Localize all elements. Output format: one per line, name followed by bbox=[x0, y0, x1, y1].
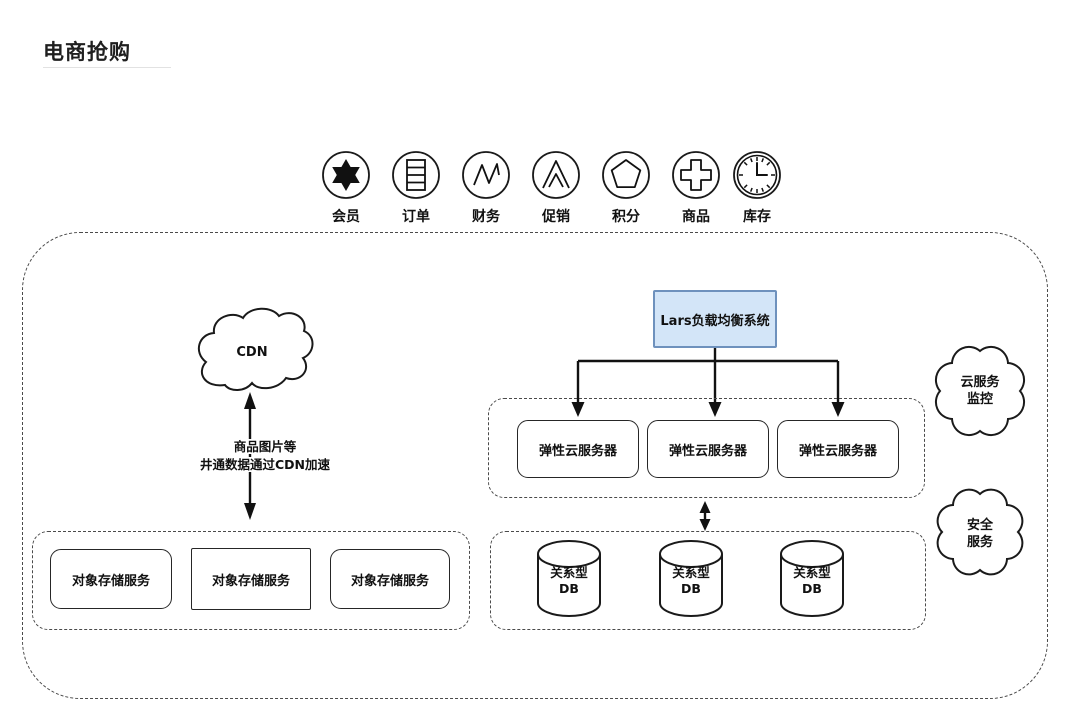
member-star-icon bbox=[322, 151, 370, 199]
legend-label: 库存 bbox=[743, 209, 771, 225]
load-balancer-node[interactable]: Lars负载均衡系统 bbox=[653, 290, 777, 348]
object-storage-label: 对象存储服务 bbox=[71, 573, 150, 589]
elastic-server-node[interactable]: 弹性云服务器 bbox=[517, 420, 639, 478]
elastic-server-node[interactable]: 弹性云服务器 bbox=[647, 420, 769, 478]
cdn-cloud[interactable] bbox=[197, 307, 314, 391]
order-list-icon bbox=[392, 151, 440, 199]
elastic-server-label: 弹性云服务器 bbox=[668, 443, 747, 459]
load-balancer-label: Lars负载均衡系统 bbox=[660, 313, 770, 329]
legend-item-product[interactable]: 商品 bbox=[666, 150, 726, 226]
cloud-security-shape[interactable] bbox=[936, 488, 1024, 576]
db-label: 关系型 DB bbox=[672, 565, 710, 596]
elastic-server-node[interactable]: 弹性云服务器 bbox=[777, 420, 899, 478]
lb-fanout-arrows bbox=[571, 348, 845, 417]
cloud-monitoring-shape[interactable] bbox=[935, 346, 1025, 436]
legend-label: 财务 bbox=[472, 209, 500, 225]
server-cluster-boundary bbox=[488, 398, 925, 498]
legend-label: 商品 bbox=[682, 209, 710, 225]
db-cylinder[interactable] bbox=[659, 540, 723, 617]
inventory-clock-icon bbox=[733, 151, 781, 199]
cdn-label: CDN bbox=[236, 345, 268, 360]
cdn-note: 商品图片等 井通数据通过CDN加速 bbox=[175, 438, 355, 474]
legend-label: 会员 bbox=[332, 209, 360, 225]
legend-item-member[interactable]: 会员 bbox=[316, 150, 376, 226]
points-pentagon-icon bbox=[602, 151, 650, 199]
db-label: 关系型 DB bbox=[793, 565, 831, 596]
object-storage-node[interactable]: 对象存储服务 bbox=[191, 548, 311, 610]
finance-chart-icon bbox=[462, 151, 510, 199]
product-plus-icon bbox=[672, 151, 720, 199]
storage-cluster-boundary bbox=[32, 531, 470, 630]
elastic-server-label: 弹性云服务器 bbox=[538, 443, 617, 459]
legend-item-order[interactable]: 订单 bbox=[386, 150, 446, 226]
object-storage-label: 对象存储服务 bbox=[211, 573, 290, 589]
title-divider bbox=[43, 67, 171, 68]
db-cylinder[interactable] bbox=[537, 540, 601, 617]
cdn-note-line2: 井通数据通过CDN加速 bbox=[197, 457, 332, 472]
legend-label: 促销 bbox=[542, 209, 570, 225]
legend-item-finance[interactable]: 财务 bbox=[456, 150, 516, 226]
system-boundary bbox=[22, 232, 1048, 699]
db-label: 关系型 DB bbox=[550, 565, 588, 596]
object-storage-node[interactable]: 对象存储服务 bbox=[50, 549, 172, 609]
cloud-security-label: 安全 服务 bbox=[966, 518, 993, 550]
server-db-arrow bbox=[699, 501, 711, 531]
legend-item-points[interactable]: 积分 bbox=[596, 150, 656, 226]
object-storage-node[interactable]: 对象存储服务 bbox=[330, 549, 450, 609]
legend-label: 积分 bbox=[612, 209, 640, 225]
legend-item-promotion[interactable]: 促销 bbox=[526, 150, 586, 226]
elastic-server-label: 弹性云服务器 bbox=[798, 443, 877, 459]
cdn-note-line1: 商品图片等 bbox=[231, 439, 299, 454]
db-cluster-boundary bbox=[490, 531, 926, 630]
promotion-peak-icon bbox=[532, 151, 580, 199]
object-storage-label: 对象存储服务 bbox=[350, 573, 429, 589]
cloud-monitoring-label: 云服务 监控 bbox=[960, 375, 1000, 407]
db-cylinder[interactable] bbox=[780, 540, 844, 617]
legend-label: 订单 bbox=[402, 209, 430, 225]
page-title: 电商抢购 bbox=[43, 40, 131, 64]
legend-item-inventory[interactable]: 库存 bbox=[727, 150, 787, 226]
